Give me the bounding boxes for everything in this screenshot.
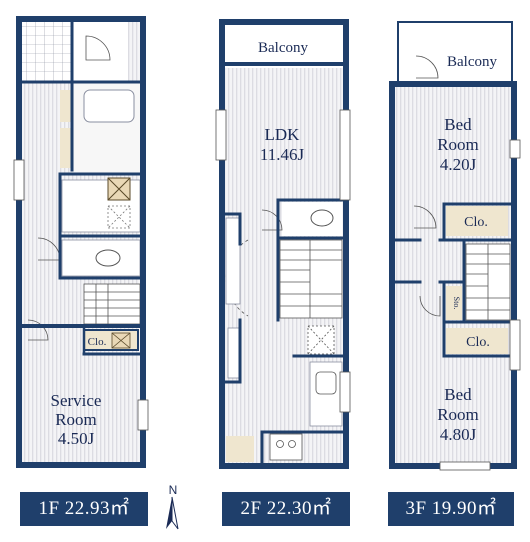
floor-3f: Balcony Bed Room 4.20J Clo. Sto. Clo. Be… [389, 21, 521, 471]
sto-label: Sto. [452, 297, 461, 310]
toilet-icon [95, 249, 121, 267]
ldk-area: 11.46J [260, 145, 305, 164]
service-room-line3: 4.50J [58, 429, 95, 448]
floor-label-3f: 3F [405, 498, 427, 519]
floor-1f: Clo. Service Room 4.50J [13, 16, 149, 468]
toilet-icon [310, 209, 334, 227]
entrance-door [85, 35, 111, 61]
walls-1f [16, 16, 146, 468]
stairs-2f [225, 239, 343, 319]
north-compass: N [158, 483, 188, 533]
floor-badge-2f: 2F 22.30㎡ [222, 492, 350, 526]
bed1-line3: 4.20J [440, 155, 477, 174]
floor-2f: Balcony LDK 11.46J [215, 19, 351, 469]
bed1-line1: Bed [444, 115, 472, 134]
bathtub [83, 89, 135, 123]
bed2-line3: 4.80J [440, 425, 477, 444]
floor-area-3f: 19.90㎡ [431, 498, 497, 519]
walls-2f [219, 19, 349, 469]
north-arrow-icon [166, 496, 179, 530]
clo-label-1f: Clo. [88, 336, 107, 348]
stairs-1f [83, 283, 141, 325]
floor-badge-1f: 1F 22.93㎡ [20, 492, 148, 526]
floor-label-2f: 2F [240, 498, 262, 519]
stove-icon [269, 433, 303, 461]
bed1-line2: Room [437, 135, 479, 154]
balcony-label-2f: Balcony [258, 40, 308, 56]
bed2-line1: Bed [444, 385, 472, 404]
service-room-line2: Room [55, 410, 97, 429]
balcony-label-3f: Balcony [447, 54, 497, 70]
ldk-label: LDK [265, 125, 301, 144]
clo-label-3f-lower: Clo. [466, 335, 490, 350]
sink-icon [315, 371, 337, 395]
clo-label-3f-upper: Clo. [464, 215, 488, 230]
entrance-porch [20, 20, 72, 82]
north-letter: N [168, 483, 178, 497]
stairs-3f [465, 243, 511, 321]
service-room-line1: Service [51, 391, 102, 410]
floor-area-1f: 22.93㎡ [64, 498, 130, 519]
floor-label-1f: 1F [38, 498, 60, 519]
floor-plan: Clo. Service Room 4.50J Balcony [13, 16, 521, 471]
bed2-line2: Room [437, 405, 479, 424]
floor-badge-3f: 3F 19.90㎡ [388, 492, 514, 526]
floor-area-2f: 22.30㎡ [266, 498, 332, 519]
